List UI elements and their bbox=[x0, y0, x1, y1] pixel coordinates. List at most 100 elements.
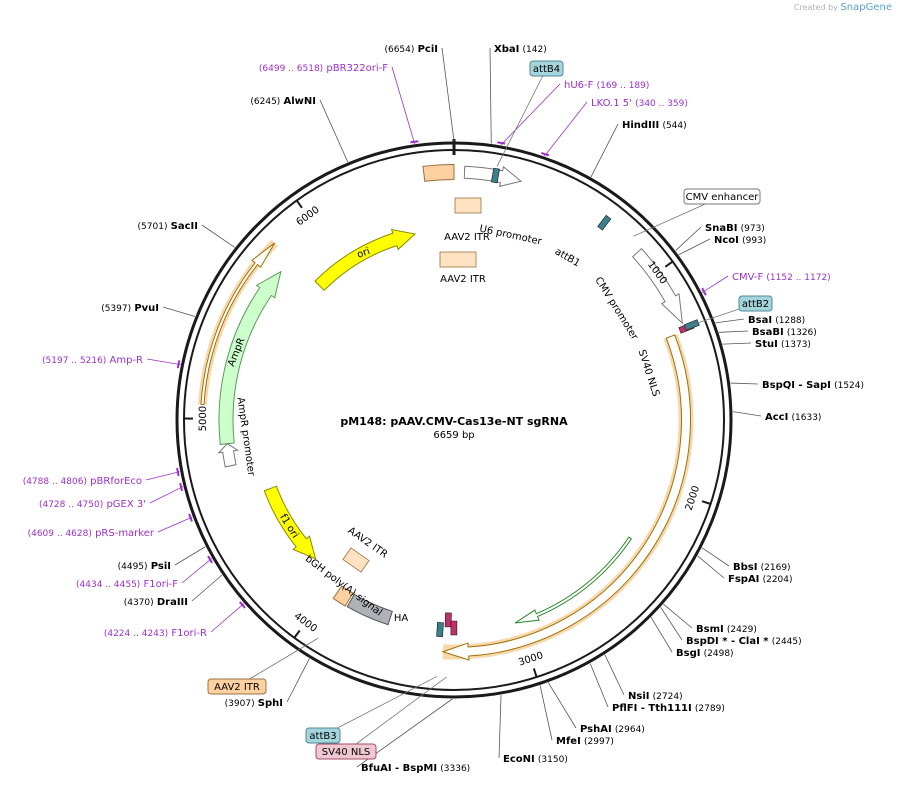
site-pvui[interactable]: (5397) PvuI bbox=[101, 303, 196, 317]
site-bsmi[interactable]: BsmI (2429) bbox=[663, 603, 757, 635]
primer-name: Amp-R bbox=[110, 355, 144, 366]
site-pcii[interactable]: (6654) PciI bbox=[384, 44, 455, 142]
site-bsgi[interactable]: BsgI (2498) bbox=[650, 617, 734, 659]
site-bfuai-bspmi[interactable]: BfuAI - BspMI (3336) bbox=[356, 698, 470, 774]
leader-line bbox=[730, 382, 759, 385]
site-econi[interactable]: EcoNI (3150) bbox=[498, 694, 568, 765]
site-label: BsmI (2429) bbox=[696, 624, 757, 635]
feature-ampr[interactable]: AmpR bbox=[218, 270, 282, 445]
box-attb3[interactable]: attB3 bbox=[305, 676, 438, 744]
mark-attb1[interactable] bbox=[597, 214, 612, 231]
primer-amp-r[interactable]: (5197 .. 5216) Amp-R bbox=[42, 355, 181, 369]
site-snabi[interactable]: SnaBI (973) bbox=[675, 223, 765, 251]
feature-aav2-itr-right[interactable] bbox=[332, 585, 354, 607]
primer-range: (169 .. 189) bbox=[597, 81, 650, 91]
mark-attb4[interactable] bbox=[490, 167, 500, 184]
site-position: (2169) bbox=[761, 563, 791, 573]
box-aav2-itr[interactable]: AAV2 ITR bbox=[207, 637, 319, 695]
site-mfei[interactable]: MfeI (2997) bbox=[539, 685, 614, 747]
site-xbai[interactable]: XbaI (142) bbox=[489, 44, 547, 144]
leader-line bbox=[718, 330, 749, 333]
site-name: BsaI bbox=[748, 315, 772, 326]
leader-line bbox=[675, 226, 702, 251]
inner-label-ha: HA bbox=[394, 613, 409, 624]
site-sphi[interactable]: (3907) SphI bbox=[225, 658, 310, 709]
mark-ha[interactable] bbox=[450, 620, 458, 636]
site-acci[interactable]: AccI (1633) bbox=[732, 411, 822, 423]
site-pflfi-tth111i[interactable]: PflFI - Tth111I (2789) bbox=[589, 663, 725, 714]
box-attb4[interactable]: attB4 bbox=[496, 60, 564, 167]
site-bsabi[interactable]: BsaBI (1326) bbox=[718, 327, 817, 338]
site-psii[interactable]: (4495) PsiI bbox=[118, 546, 206, 572]
site-bbsi[interactable]: BbsI (2169) bbox=[701, 547, 791, 573]
site-hindiii[interactable]: HindIII (544) bbox=[590, 120, 687, 178]
feature-arrow bbox=[263, 485, 317, 560]
site-name: BsaBI bbox=[752, 327, 784, 338]
site-ncoi[interactable]: NcoI (993) bbox=[678, 235, 766, 256]
site-name: BspDI * - ClaI * bbox=[686, 636, 769, 647]
box-frame bbox=[305, 727, 341, 744]
site-alwni[interactable]: (6245) AlwNI bbox=[250, 96, 349, 163]
feature-ampr-promoter[interactable] bbox=[217, 443, 240, 468]
primer-label: (4609 .. 4628) pRS-marker bbox=[28, 528, 155, 539]
site-draiii[interactable]: (4370) DraIII bbox=[124, 574, 223, 608]
primer-cmv-f[interactable]: CMV-F (1152 .. 1172) bbox=[701, 272, 831, 296]
tick-4000 bbox=[293, 629, 301, 639]
site-nsii[interactable]: NsiI (2724) bbox=[604, 654, 683, 702]
leader-line bbox=[604, 654, 625, 696]
feature-ori[interactable]: ori bbox=[314, 228, 417, 292]
primer-hu6-f[interactable]: hU6-F (169 .. 189) bbox=[497, 80, 650, 146]
primer-f1ori-f[interactable]: (4434 .. 4455) F1ori-F bbox=[76, 555, 213, 590]
primer-pbr322ori-f[interactable]: (6499 .. 6518) pBR322ori-F bbox=[259, 63, 419, 144]
site-position: (4495) bbox=[118, 562, 148, 572]
leader-line bbox=[544, 101, 588, 157]
feature-aav2-itr-left[interactable] bbox=[422, 163, 455, 182]
box-attb2[interactable]: attB2 bbox=[692, 295, 773, 326]
site-label: HindIII (544) bbox=[622, 120, 687, 131]
site-bspqi-sapi[interactable]: BspQI - SapI (1524) bbox=[730, 380, 864, 391]
site-pshai[interactable]: PshAI (2964) bbox=[547, 682, 645, 735]
site-fspai[interactable]: FspAI (2204) bbox=[697, 555, 793, 585]
site-position: (973) bbox=[741, 224, 765, 234]
primer-pbrforeco[interactable]: (4788 .. 4806) pBRforEco bbox=[23, 467, 180, 487]
leader-line bbox=[319, 99, 349, 163]
feature-cmv-promoter[interactable] bbox=[631, 247, 683, 325]
box-frame bbox=[207, 678, 267, 695]
primer-range: (5197 .. 5216) bbox=[42, 356, 106, 366]
site-stui[interactable]: StuI (1373) bbox=[722, 339, 811, 350]
primer-prs-marker[interactable]: (4609 .. 4628) pRS-marker bbox=[28, 513, 193, 539]
mark-attb3[interactable] bbox=[436, 622, 444, 638]
box-sv40-nls[interactable]: SV40 NLS bbox=[315, 676, 447, 760]
primer-lko-1-5[interactable]: LKO.1 5' (340 .. 359) bbox=[541, 98, 688, 157]
feature-ampr-outer[interactable] bbox=[197, 239, 278, 405]
site-position: (2724) bbox=[653, 692, 683, 702]
site-label: (6654) PciI bbox=[384, 44, 438, 55]
leader-line bbox=[678, 238, 711, 256]
feature-cas13e[interactable] bbox=[441, 333, 694, 661]
leader-line bbox=[590, 123, 619, 178]
feature-bgh-polya[interactable] bbox=[346, 593, 393, 626]
leader-line bbox=[498, 694, 502, 759]
primer-f1ori-r[interactable]: (4224 .. 4243) F1ori-R bbox=[104, 601, 246, 639]
site-position: (2789) bbox=[695, 704, 725, 714]
mark-sv40-nls-bottom[interactable] bbox=[444, 612, 452, 628]
site-name: PciI bbox=[418, 44, 438, 55]
site-position: (3336) bbox=[440, 764, 470, 774]
feature-cas13e-inner[interactable] bbox=[514, 536, 633, 624]
feature-arrow bbox=[217, 443, 240, 468]
site-sacii[interactable]: (5701) SacII bbox=[138, 221, 235, 248]
feature-f1-ori[interactable]: f1 ori bbox=[263, 485, 317, 560]
box-cmv-enhancer[interactable]: CMV enhancer bbox=[633, 188, 761, 237]
site-bspdi-clai[interactable]: BspDI * - ClaI * (2445) bbox=[660, 607, 802, 647]
primer-label: CMV-F (1152 .. 1172) bbox=[732, 272, 831, 283]
site-name: EcoNI bbox=[503, 754, 535, 765]
leader-line bbox=[286, 658, 310, 703]
primer-pgex-3[interactable]: (4728 .. 4750) pGEX 3' bbox=[39, 482, 184, 510]
site-name: PsiI bbox=[151, 561, 171, 572]
site-bsai[interactable]: BsaI (1288) bbox=[715, 315, 806, 326]
site-label: (5397) PvuI bbox=[101, 303, 159, 314]
site-name: BfuAI - BspMI bbox=[361, 763, 437, 774]
site-label: BsaI (1288) bbox=[748, 315, 805, 326]
leader-line bbox=[500, 83, 561, 146]
